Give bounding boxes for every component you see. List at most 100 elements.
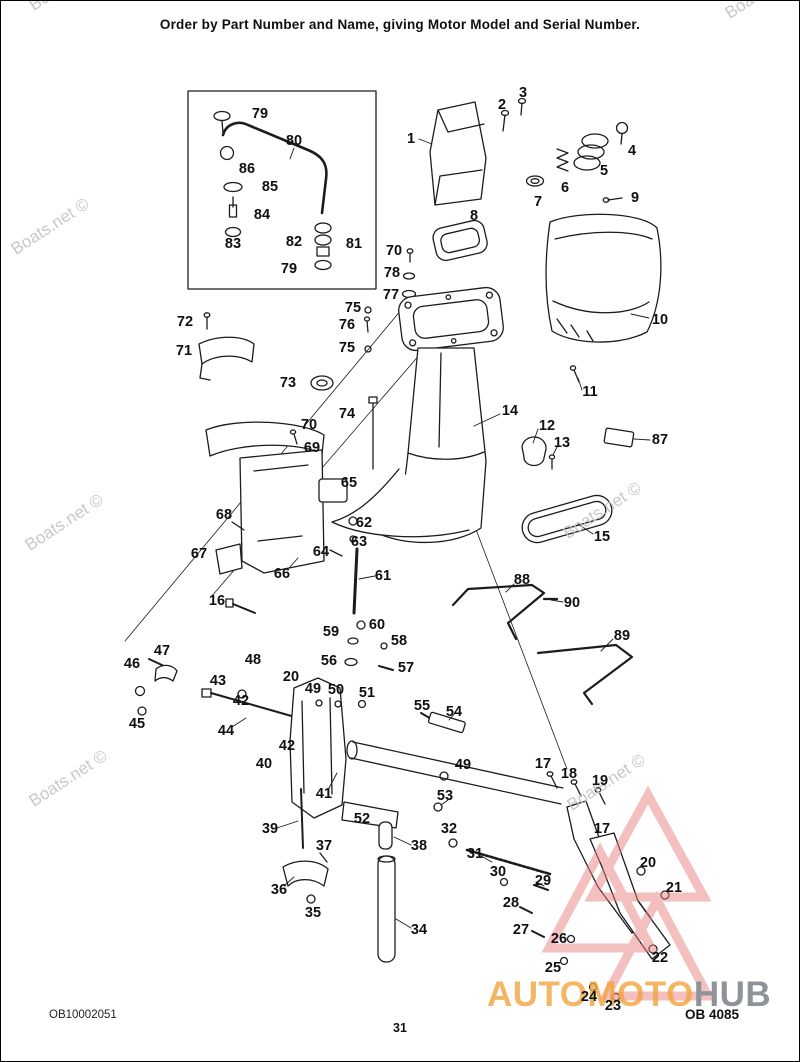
adapter-flange	[398, 286, 504, 352]
part-number-label: 84	[253, 206, 271, 223]
part-number-label: 29	[534, 872, 552, 889]
part-number-label: 28	[502, 894, 520, 911]
inset-box-steering-handle	[187, 90, 377, 290]
part-number-label: 71	[175, 342, 193, 359]
part-number-label: 2	[497, 96, 507, 113]
automotohub-logo-part1: AUTOMOTO	[487, 975, 694, 1014]
part-number-label: 48	[244, 651, 262, 668]
part-number-label: 59	[322, 623, 340, 640]
part-number-label: 20	[639, 854, 657, 871]
part-number-label: 22	[651, 949, 669, 966]
part-number-label: 74	[338, 405, 356, 422]
part-number-label: 25	[544, 959, 562, 976]
automotohub-logo-part2: HUB	[693, 975, 772, 1014]
flange-fasteners	[401, 248, 417, 299]
part-number-label: 7	[533, 193, 543, 210]
part-number-label: 34	[410, 921, 428, 938]
exhaust-housing-group	[205, 421, 359, 615]
steering-link-parts	[344, 620, 394, 671]
wire-links	[451, 583, 634, 706]
part-number-label: 13	[553, 434, 571, 451]
part-number-label: 36	[270, 881, 288, 898]
part-number-label: 55	[413, 697, 431, 714]
front-bracket	[198, 312, 255, 381]
part-number-label: 23	[604, 997, 622, 1014]
part-number-label: 54	[445, 703, 463, 720]
part-number-label: 87	[651, 431, 669, 448]
part-number-label: 43	[209, 672, 227, 689]
part-number-label: 5	[599, 162, 609, 179]
part-number-label: 6	[560, 179, 570, 196]
part-number-label: 68	[215, 506, 233, 523]
part-number-label: 75	[338, 339, 356, 356]
part-number-label: 14	[501, 402, 519, 419]
leader-lines	[231, 138, 651, 929]
brand-triangle-icon	[541, 842, 659, 953]
part-number-label: 86	[238, 160, 256, 177]
side-cover	[545, 213, 662, 383]
part-number-label: 88	[513, 571, 531, 588]
part-number-label: 79	[251, 105, 269, 122]
part-number-label: 10	[651, 311, 669, 328]
part-number-label: 16	[208, 592, 226, 609]
part-number-label: 11	[582, 383, 598, 400]
part-number-label: 26	[550, 930, 568, 947]
part-number-label: 69	[303, 439, 321, 456]
part-number-label: 35	[304, 904, 322, 921]
part-number-label: 47	[153, 642, 171, 659]
part-number-label: 60	[368, 616, 386, 633]
part-number-label: 8	[469, 207, 479, 224]
part-number-label: 4	[627, 142, 637, 159]
part-number-label: 90	[563, 594, 581, 611]
part-number-label: 24	[580, 988, 598, 1005]
part-number-label: 77	[382, 286, 400, 303]
part-number-label: 18	[560, 765, 578, 782]
part-number-label: 82	[285, 233, 303, 250]
part-number-label: 66	[273, 565, 291, 582]
part-number-label: 44	[217, 722, 235, 739]
part-number-label: 75	[344, 299, 362, 316]
part-number-label: 70	[300, 416, 318, 433]
swivel-bracket-group	[134, 658, 564, 963]
part-number-label: 31	[466, 845, 484, 862]
part-number-label: 38	[410, 837, 428, 854]
part-number-label: 51	[358, 684, 376, 701]
part-number-label: 73	[279, 374, 297, 391]
part-number-label: 89	[613, 627, 631, 644]
part-number-label: 37	[315, 837, 333, 854]
part-number-label: 21	[665, 879, 683, 896]
part-number-label: 1	[406, 130, 416, 147]
gasket	[432, 219, 488, 262]
upper-mount-fasteners	[525, 121, 629, 203]
part-number-label: 49	[454, 756, 472, 773]
part-number-label: 46	[123, 655, 141, 672]
part-number-label: 30	[489, 863, 507, 880]
part-number-label: 63	[350, 533, 368, 550]
part-number-label: 80	[285, 132, 303, 149]
part-number-label: 40	[255, 755, 273, 772]
order-instruction-text: Order by Part Number and Name, giving Mo…	[159, 17, 641, 32]
part-number-label: 27	[512, 921, 530, 938]
part-number-label: 41	[315, 785, 333, 802]
housing-fasteners	[310, 306, 378, 470]
part-number-label: 78	[383, 264, 401, 281]
part-number-label: 65	[340, 474, 358, 491]
part-number-label: 50	[327, 681, 345, 698]
part-number-label: 81	[345, 235, 363, 252]
part-number-label: 79	[280, 260, 298, 277]
automotohub-logo: AUTOMOTOHUB	[487, 977, 771, 1012]
page-number: 31	[393, 1021, 407, 1035]
part-number-label: 9	[630, 189, 640, 206]
part-number-label: 49	[304, 680, 322, 697]
part-number-label: 19	[591, 772, 609, 789]
plate-code: OB 4085	[684, 1007, 739, 1022]
part-number-label: 39	[261, 820, 279, 837]
part-number-label: 53	[436, 787, 454, 804]
part-number-label: 52	[353, 810, 371, 827]
part-number-label: 42	[278, 737, 296, 754]
part-number-label: 17	[593, 820, 611, 837]
lower-mount-group	[521, 427, 635, 470]
part-number-label: 42	[232, 692, 250, 709]
